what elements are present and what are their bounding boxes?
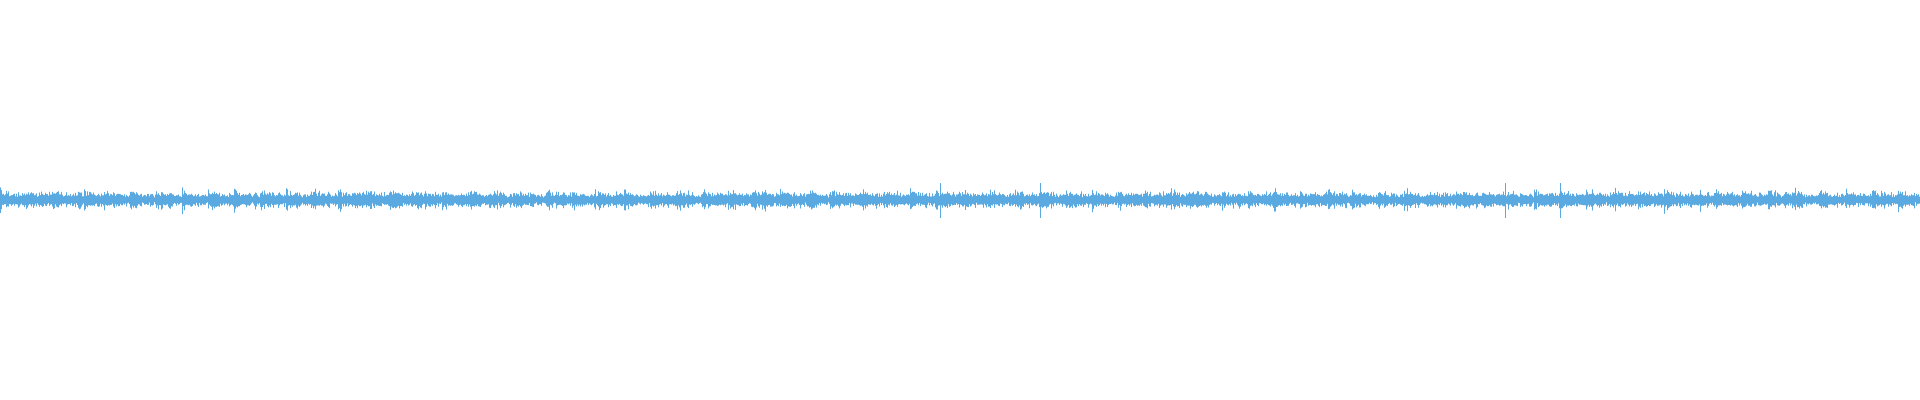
waveform-path xyxy=(0,183,1920,218)
